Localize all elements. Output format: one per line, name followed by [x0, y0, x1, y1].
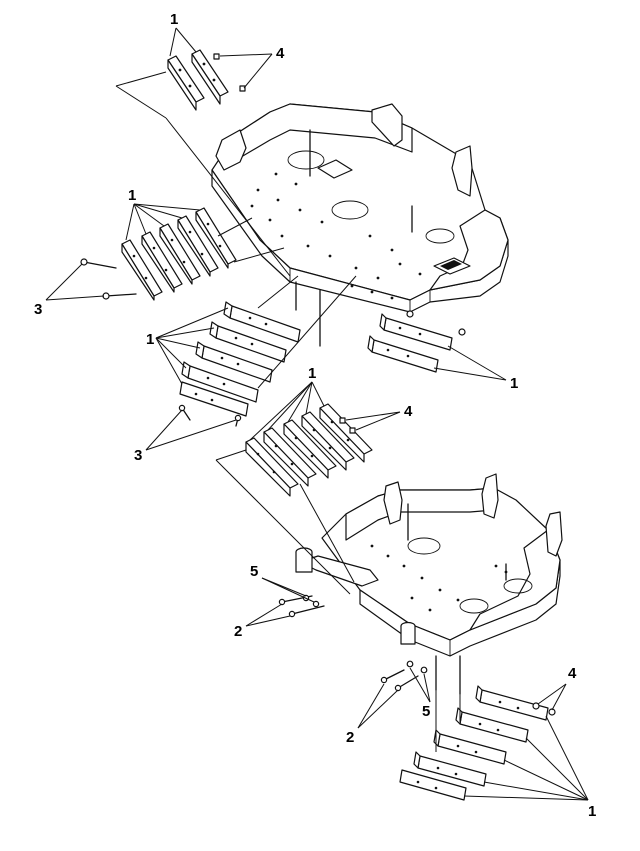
callout-part-2: 2	[346, 729, 354, 746]
callout-part-4: 4	[568, 665, 577, 682]
leader-lines	[45, 27, 589, 801]
lower-right-plate-stack	[399, 685, 556, 801]
callout-part-3: 3	[34, 301, 42, 318]
callout-part-5: 5	[422, 703, 430, 720]
callout-part-2: 2	[234, 623, 242, 640]
callout-part-3: 3	[134, 447, 142, 464]
mid-plate-stack	[245, 403, 373, 497]
callout-part-1: 1	[588, 803, 596, 820]
callout-part-1: 1	[170, 11, 178, 28]
center-plate-stack	[178, 301, 301, 427]
callout-labels: 1 4 1 3 1 1 1 4 3 5 2 4 5 2 1	[34, 11, 596, 820]
callout-part-1: 1	[510, 375, 518, 392]
callout-part-1: 1	[146, 331, 154, 348]
top-plate-pair	[167, 49, 246, 111]
callout-part-4: 4	[276, 45, 285, 62]
left-plate-stack	[80, 207, 237, 301]
callout-part-1: 1	[128, 187, 136, 204]
callout-part-4: 4	[404, 403, 413, 420]
right-plate-pair	[367, 310, 466, 373]
lower-mower-deck	[295, 473, 563, 695]
upper-mower-deck	[211, 103, 509, 347]
callout-part-1: 1	[308, 365, 316, 382]
callout-part-5: 5	[250, 563, 258, 580]
bolts-and-bushings	[278, 594, 428, 692]
